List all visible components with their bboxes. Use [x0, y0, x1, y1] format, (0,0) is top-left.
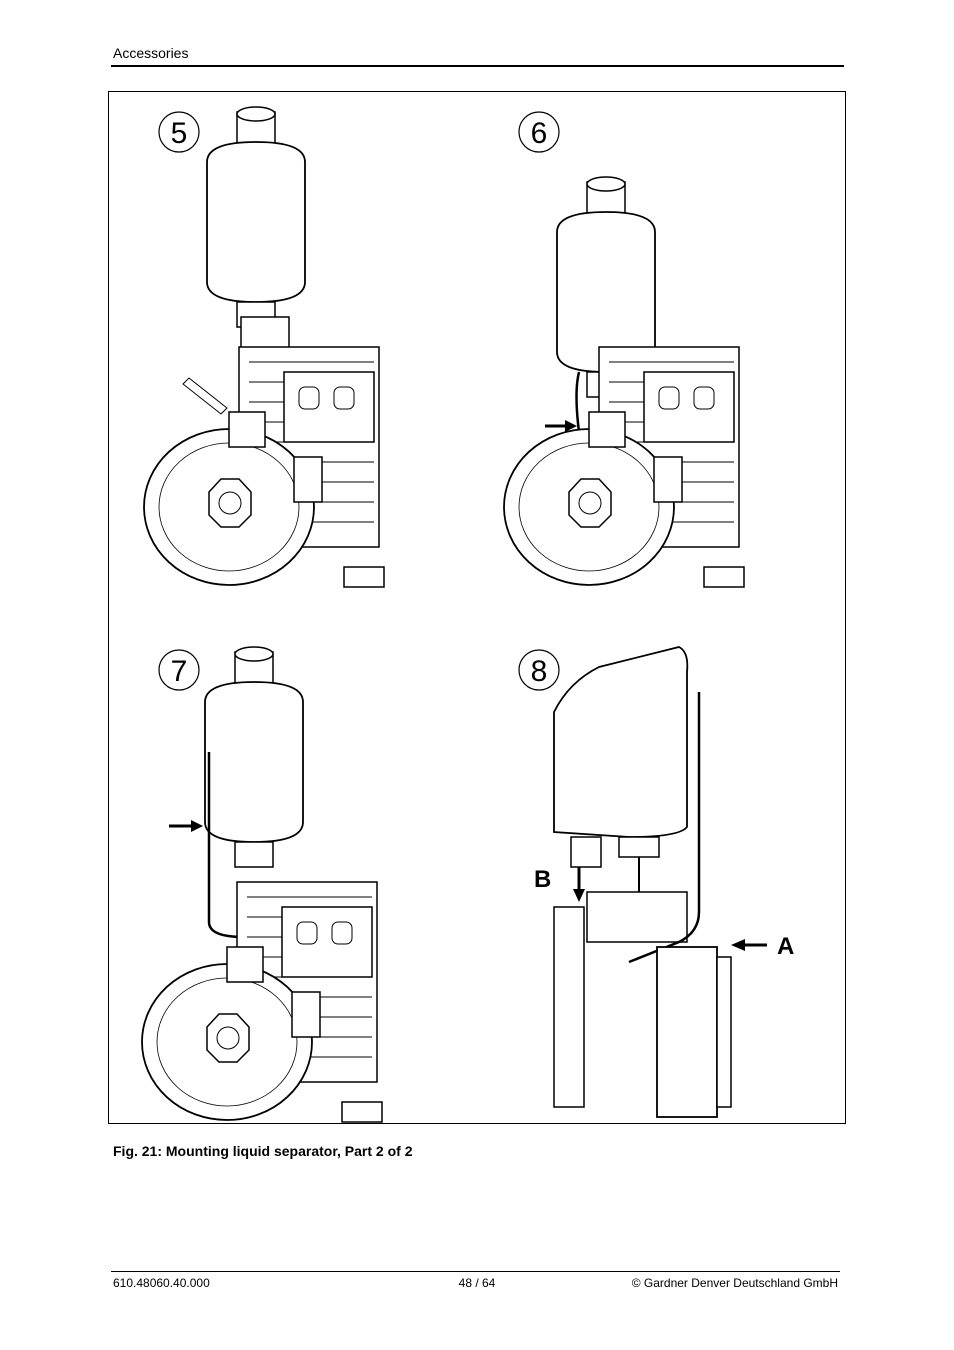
label-a: A	[777, 933, 794, 960]
figure-frame: 5 6 7	[108, 91, 846, 1124]
step-5-panel: 5	[143, 106, 385, 588]
footer-page-number: 48 / 64	[458, 1276, 496, 1290]
footer-rule	[111, 1271, 840, 1272]
label-b: B	[534, 866, 551, 893]
step-8-panel: 8 B A	[518, 646, 794, 1118]
header-section-title: Accessories	[113, 45, 189, 61]
figure-caption: Fig. 21: Mounting liquid separator, Part…	[113, 1143, 413, 1159]
step-8-marker	[518, 649, 560, 691]
step-7-panel: 7	[141, 646, 383, 1123]
step-6-number: 6	[531, 117, 548, 150]
step-6-marker	[518, 111, 560, 153]
step-5-marker	[158, 111, 200, 153]
step-7-number: 7	[171, 655, 188, 688]
step-7-marker	[158, 649, 200, 691]
footer-copyright: © Gardner Denver Deutschland GmbH	[631, 1276, 838, 1290]
step-8-number: 8	[531, 655, 548, 688]
header-rule	[111, 65, 844, 67]
mounting-illustration: 5 6 7	[141, 106, 794, 1123]
step-5-number: 5	[171, 117, 188, 150]
footer-doc-number: 610.48060.40.000	[113, 1276, 210, 1290]
step-6-panel: 6	[503, 111, 745, 588]
